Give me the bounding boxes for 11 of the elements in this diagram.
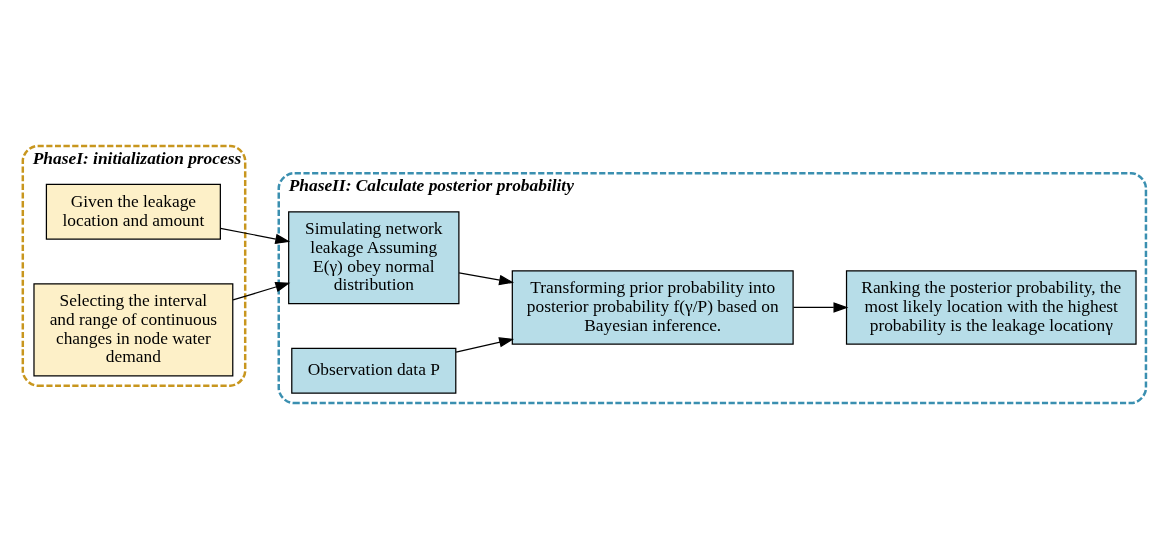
arrow [458,271,515,285]
node-box: Given the leakage location and amount [45,183,221,240]
node-box: Observation data P [291,347,457,394]
arrow [792,301,849,313]
arrow [232,281,291,301]
node-box: Ranking the posterior probability, the most likely location with the highest probability is the leakage locationγ [845,269,1137,345]
arrow [219,227,291,244]
arrow [455,336,515,353]
node-box: Selecting the interval and range of continuous changes in node water demand [33,282,234,376]
node-box: Simulating network leakage Assuming E(γ) obey normal distribution [288,210,460,304]
node-box: Transforming prior probability into posterior probability f(γ/P) based on Bayesian inference. [511,269,794,345]
